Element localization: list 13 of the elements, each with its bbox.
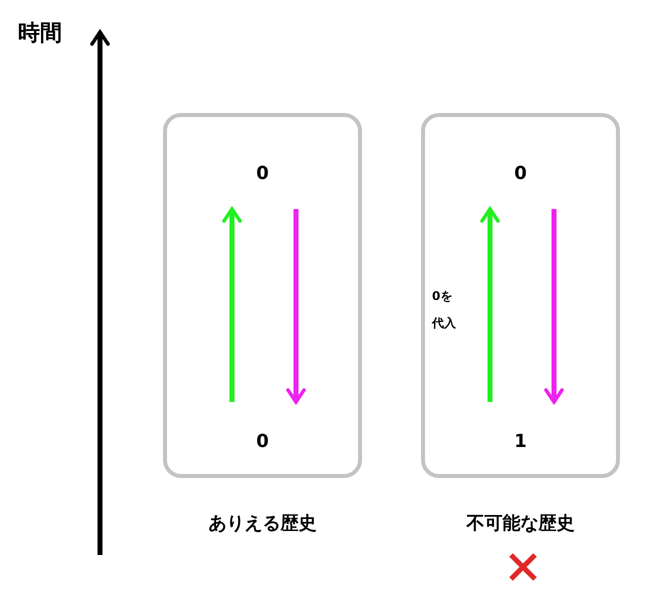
panel-box — [163, 113, 362, 478]
value-text: 0 — [219, 147, 306, 209]
arrow — [222, 207, 242, 402]
arrow — [480, 207, 500, 402]
panel-box — [421, 113, 620, 478]
arrow — [544, 209, 564, 404]
caption-text: ありえる歴史 — [208, 512, 318, 535]
value-text: 1 — [477, 402, 564, 462]
axis-label: 時間 — [18, 20, 62, 48]
arrow — [286, 209, 306, 404]
value-text: 0 — [219, 402, 306, 462]
caption-text: 不可能な歴史 — [465, 512, 576, 535]
value-text: 0 — [477, 147, 564, 209]
